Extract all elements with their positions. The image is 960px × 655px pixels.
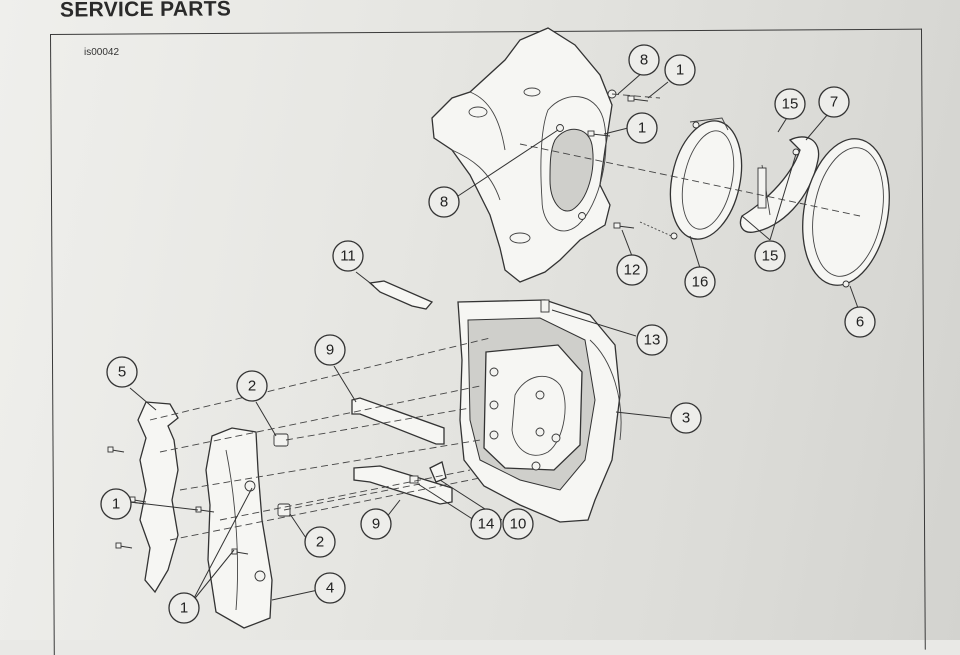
svg-text:8: 8 <box>640 52 648 69</box>
retaining-ring <box>739 136 820 233</box>
svg-text:6: 6 <box>856 314 864 331</box>
svg-text:13: 13 <box>644 332 661 349</box>
svg-text:9: 9 <box>326 342 334 359</box>
svg-text:14: 14 <box>478 516 495 533</box>
bracket-9-upper <box>351 397 445 445</box>
bracket-5 <box>137 401 179 594</box>
svg-text:8: 8 <box>440 194 448 211</box>
callout-1-fairing: 1 <box>626 112 658 144</box>
svg-text:16: 16 <box>692 274 709 291</box>
callout-9-top: 9 <box>314 334 346 366</box>
outer-fairing <box>431 27 617 283</box>
callout-1-bottom: 1 <box>168 592 200 624</box>
nut-14 <box>409 475 419 484</box>
callout-7: 7 <box>818 86 850 118</box>
callout-3: 3 <box>670 402 702 434</box>
svg-text:11: 11 <box>340 248 356 265</box>
callout-2-bottom: 2 <box>304 526 336 558</box>
callout-16: 16 <box>684 266 716 298</box>
svg-text:2: 2 <box>248 378 256 395</box>
headlamp-mount-ring <box>639 117 743 240</box>
svg-text:1: 1 <box>676 62 684 79</box>
svg-text:4: 4 <box>326 580 334 597</box>
callout-6: 6 <box>844 306 876 338</box>
callout-10: 10 <box>502 508 534 540</box>
svg-text:10: 10 <box>510 516 527 533</box>
callout-14: 14 <box>470 508 502 540</box>
exploded-parts-diagram: 8 1 1 8 15 7 15 12 16 6 11 13 9 5 2 3 1 … <box>100 27 890 629</box>
callout-1-left: 1 <box>100 488 132 520</box>
svg-text:2: 2 <box>316 534 324 551</box>
callout-9-bottom: 9 <box>360 508 392 540</box>
callout-2-top: 2 <box>236 370 268 402</box>
svg-text:1: 1 <box>180 600 188 617</box>
bracket-9-lower <box>353 465 453 505</box>
alignment-lines <box>149 93 861 541</box>
svg-text:3: 3 <box>682 410 690 427</box>
callout-12: 12 <box>616 254 648 286</box>
svg-text:15: 15 <box>782 96 799 113</box>
callout-11: 11 <box>332 240 364 272</box>
svg-text:1: 1 <box>112 496 120 513</box>
drawing-id: is00042 <box>84 47 120 58</box>
callout-15-bottom: 15 <box>754 240 786 272</box>
cover-4 <box>205 427 273 629</box>
callout-4: 4 <box>314 572 346 604</box>
callout-8-top: 8 <box>628 44 660 76</box>
callout-1-top: 1 <box>664 54 696 86</box>
inner-fairing <box>457 299 622 523</box>
svg-text:15: 15 <box>762 248 779 265</box>
callout-5: 5 <box>106 356 138 388</box>
callout-8-left: 8 <box>428 186 460 218</box>
svg-text:7: 7 <box>830 94 838 111</box>
bracket-11 <box>368 280 434 310</box>
svg-text:12: 12 <box>624 262 641 279</box>
callout-15-top: 15 <box>774 88 806 120</box>
callout-leaders <box>129 71 859 603</box>
clip-10 <box>429 461 447 483</box>
svg-text:9: 9 <box>372 516 380 533</box>
callout-13: 13 <box>636 324 668 356</box>
fairing-screws <box>587 95 649 229</box>
left-screws <box>107 446 249 555</box>
svg-text:5: 5 <box>118 364 126 381</box>
svg-text:1: 1 <box>638 120 646 137</box>
